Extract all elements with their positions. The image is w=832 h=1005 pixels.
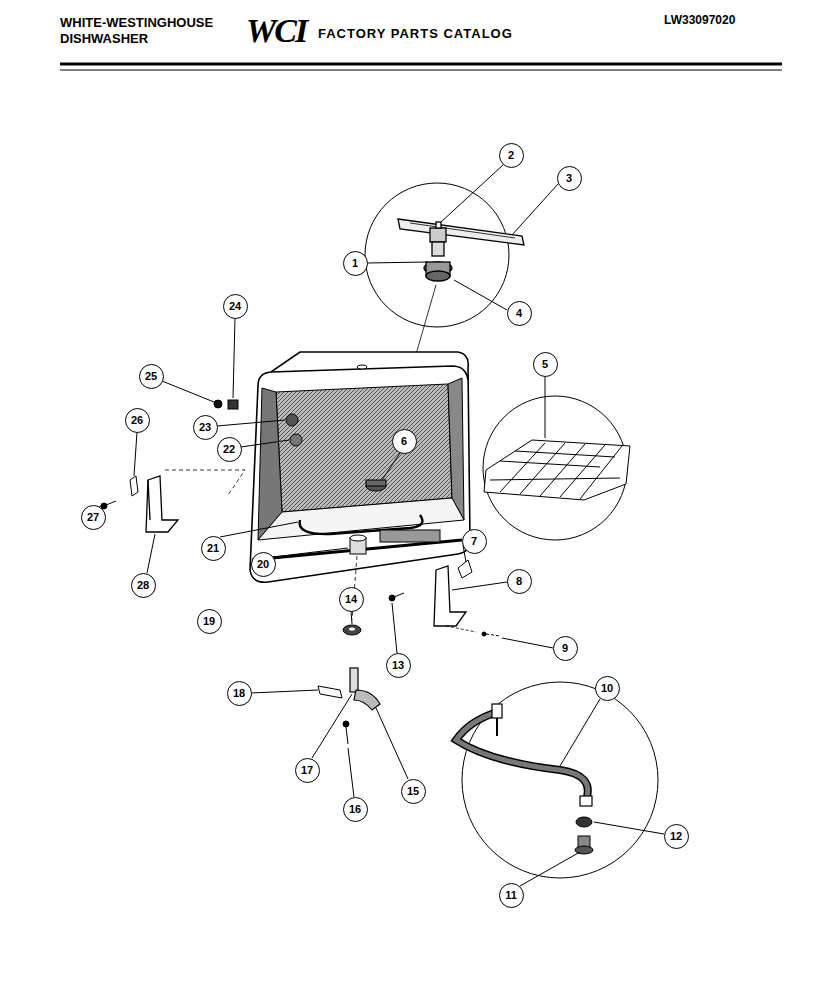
callout-circle: 21 [201, 536, 226, 561]
callout-circle: 19 [197, 609, 222, 634]
callout-circle: 1 [343, 251, 368, 276]
callout-number: 1 [352, 258, 358, 269]
screw [389, 593, 500, 636]
callout-number: 9 [562, 643, 568, 654]
callout-circle: 13 [386, 653, 411, 678]
callout-number: 28 [137, 580, 149, 591]
callout-circle: 24 [223, 294, 248, 319]
callout-number: 4 [516, 308, 522, 319]
callout-number: 25 [145, 371, 157, 382]
callout-number: 3 [566, 173, 572, 184]
dish-rack [484, 440, 630, 500]
callout-number: 17 [301, 765, 313, 776]
callout-circle: 3 [557, 166, 582, 191]
callout-circle: 25 [139, 364, 164, 389]
mount-line [165, 470, 245, 495]
filter-part [366, 480, 386, 491]
pump [350, 530, 440, 554]
callout-circle: 18 [227, 681, 252, 706]
callout-circle: 11 [499, 883, 524, 908]
callout-circle: 26 [125, 408, 150, 433]
detail-circle [365, 183, 509, 327]
callout-circle: 6 [392, 429, 417, 454]
callout-circle: 14 [339, 587, 364, 612]
callout-circle: 4 [507, 301, 532, 326]
callout-circle: 5 [533, 352, 558, 377]
callout-number: 6 [401, 436, 407, 447]
logo-text: WCI [246, 14, 306, 48]
header-rule [60, 63, 782, 66]
callout-circle: 8 [507, 569, 532, 594]
clamp [318, 686, 342, 698]
callout-number: 5 [542, 359, 548, 370]
callout-number: 19 [203, 616, 215, 627]
clip [130, 476, 138, 496]
brand-name: WHITE-WESTINGHOUSE [60, 16, 213, 29]
screw [343, 721, 349, 744]
callout-circle: 23 [193, 415, 218, 440]
mount-line [446, 626, 476, 632]
tub [250, 352, 470, 582]
callout-circle: 27 [81, 505, 106, 530]
callout-number: 22 [223, 444, 235, 455]
callout-number: 14 [345, 594, 357, 605]
callout-number: 26 [131, 415, 143, 426]
callout-number: 24 [229, 301, 241, 312]
callout-circle: 12 [664, 824, 689, 849]
callout-circle: 15 [401, 779, 426, 804]
callout-circle: 20 [251, 552, 276, 577]
spray-arm [398, 219, 524, 281]
header-rule [60, 70, 782, 71]
callout-number: 12 [670, 831, 682, 842]
fitting [575, 836, 593, 854]
callout-number: 18 [233, 688, 245, 699]
callout-number: 10 [601, 683, 613, 694]
callout-circle: 28 [131, 573, 156, 598]
mounting-bracket [146, 476, 178, 532]
callout-number: 21 [207, 543, 219, 554]
callout-number: 16 [349, 804, 361, 815]
callout-circle: 9 [553, 636, 578, 661]
clip [458, 560, 472, 578]
callout-number: 8 [516, 576, 522, 587]
washer [349, 628, 355, 631]
washer [576, 817, 592, 827]
model-number: LW33097020 [664, 14, 735, 26]
screw [101, 501, 116, 509]
callout-circle: 10 [595, 676, 620, 701]
callout-circle: 16 [343, 797, 368, 822]
callout-number: 7 [471, 536, 477, 547]
callout-number: 2 [508, 150, 514, 161]
drain-fitting [350, 668, 380, 710]
hose [456, 704, 592, 806]
leader-line [98, 165, 664, 886]
callout-number: 20 [257, 559, 269, 570]
callout-number: 13 [392, 660, 404, 671]
callout-circle: 7 [462, 529, 487, 554]
callout-number: 27 [87, 512, 99, 523]
washer [343, 625, 361, 635]
callout-number: 11 [505, 890, 517, 901]
callout-circle: 2 [499, 143, 524, 168]
product-name: DISHWASHER [60, 32, 148, 45]
callout-number: 15 [407, 786, 419, 797]
catalog-title: FACTORY PARTS CATALOG [318, 27, 513, 40]
callout-circle: 17 [295, 758, 320, 783]
callout-number: 23 [199, 422, 211, 433]
callout-circle: 22 [217, 437, 242, 462]
